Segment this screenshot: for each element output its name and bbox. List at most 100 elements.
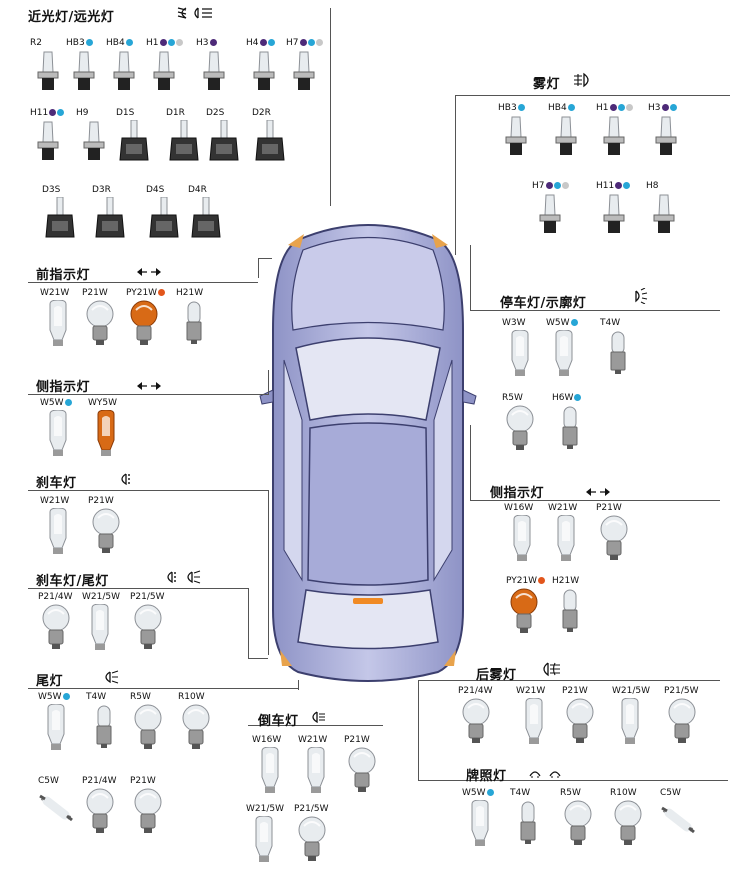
bulb-image	[548, 514, 584, 567]
bulb-plate-r10w: R10W	[610, 788, 646, 852]
availability-dot-purple	[209, 39, 217, 46]
section-title-brake: 刹车灯	[36, 476, 77, 491]
bulb-label: H7	[532, 181, 569, 191]
bulb-image	[30, 50, 66, 102]
bulb-beam-h3: H3	[196, 38, 232, 102]
section-title-low-high-beam: 近光灯/远光灯	[28, 10, 115, 25]
bulb-label: D3R	[92, 185, 128, 195]
bulb-code: C5W	[660, 788, 681, 798]
availability-dot-blue	[167, 39, 175, 46]
bulb-image	[298, 746, 334, 799]
bulb-label: PY21W	[506, 576, 546, 586]
bulb-label: T4W	[86, 692, 122, 702]
bulb-label: W21/5W	[612, 686, 650, 696]
bulb-rear-fog-w21w: W21W	[516, 686, 552, 750]
section-title-rear-fog: 后雾灯	[476, 668, 517, 683]
bulb-rear-fog-p21-4w: P21/4W	[458, 686, 494, 750]
bulb-code: W21W	[40, 496, 70, 506]
bulb-tail-t4w: T4W	[86, 692, 122, 756]
bulb-image	[596, 193, 632, 245]
availability-dot-purple	[49, 109, 57, 116]
bulb-brake-w21w: W21W	[40, 496, 76, 560]
bulb-tail-r10w: R10W	[178, 692, 214, 756]
bulb-parking-w3w: W3W	[502, 318, 538, 382]
bulb-parking-h6w: H6W	[552, 393, 588, 457]
bulb-code: PY21W	[126, 288, 158, 298]
bulb-plate-c5w: C5W	[660, 788, 696, 852]
section-title-side-indicator-left: 侧指示灯	[36, 380, 91, 395]
bulb-image	[82, 300, 118, 352]
bulb-code: P21W	[596, 503, 622, 513]
bulb-code: W21W	[40, 288, 70, 298]
bulb-beam-hb4: HB4	[106, 38, 142, 102]
bulb-plate-t4w: T4W	[510, 788, 546, 852]
bulb-label: P21W	[562, 686, 598, 696]
bulb-brake-p21w: P21W	[88, 496, 124, 560]
bulb-code: W5W	[546, 318, 570, 328]
availability-dot-grey	[315, 39, 323, 46]
bulb-code: D3R	[92, 185, 111, 195]
bulb-label: W21/5W	[82, 592, 120, 602]
bulb-code: W5W	[38, 692, 62, 702]
bulb-code: H7	[286, 38, 299, 48]
bulb-front-indicator-w21w: W21W	[40, 288, 76, 352]
fog-light-icon	[574, 72, 589, 88]
section-title-parking: 停车灯/示廓灯	[500, 296, 587, 311]
bulb-image	[40, 299, 76, 352]
bulb-label: W16W	[504, 503, 540, 513]
bulb-image	[88, 508, 124, 560]
bulb-label: HB4	[106, 38, 142, 48]
availability-dot-blue	[125, 39, 133, 46]
bulb-fog-h8: H8	[646, 181, 682, 245]
availability-dot-purple	[609, 104, 617, 111]
bulb-code: D2S	[206, 108, 225, 118]
bulb-code: WY5W	[88, 398, 118, 408]
bulb-image	[502, 329, 538, 382]
availability-dot-blue	[553, 182, 561, 189]
bulb-image	[610, 800, 646, 852]
bulb-label: R2	[30, 38, 66, 48]
bulb-image	[506, 588, 545, 640]
availability-dot-grey	[561, 182, 569, 189]
bulb-label: H7	[286, 38, 323, 48]
bulb-beam-h9: H9	[76, 108, 112, 172]
bulb-image	[462, 799, 498, 852]
bulb-beam-h11: H11	[30, 108, 66, 172]
bulb-rear-fog-p21-5w: P21/5W	[664, 686, 700, 750]
bulb-code: W3W	[502, 318, 526, 328]
bulb-image	[38, 703, 74, 756]
bulb-code: H3	[648, 103, 661, 113]
bulb-code: R5W	[130, 692, 151, 702]
bulb-reverse-w21w: W21W	[298, 735, 334, 799]
bulb-label: W21W	[548, 503, 584, 513]
bulb-image	[458, 698, 494, 750]
bulb-image	[344, 747, 380, 799]
section-title-plate: 牌照灯	[466, 769, 507, 784]
bulb-label: H3	[196, 38, 232, 48]
availability-dot-blue	[570, 319, 578, 326]
bulb-code: T4W	[86, 692, 107, 702]
availability-dot-blue	[517, 104, 525, 111]
bulb-code: HB3	[66, 38, 85, 48]
bulb-label: W21W	[298, 735, 334, 745]
bulb-label: H4	[246, 38, 282, 48]
bulb-reverse-p21-5w: P21/5W	[294, 804, 330, 868]
bulb-beam-d3r: D3R	[92, 185, 128, 249]
bulb-image	[106, 50, 142, 102]
bulb-image	[130, 704, 166, 756]
bulb-tail-w5w: W5W	[38, 692, 74, 756]
bulb-image	[176, 300, 212, 352]
bulb-beam-d1s: D1S	[116, 108, 152, 172]
bulb-image	[252, 119, 288, 172]
bulb-label: D2S	[206, 108, 242, 118]
bulb-label: P21W	[130, 776, 166, 786]
bulb-code: P21/4W	[82, 776, 117, 786]
low-high-beam-icon	[177, 7, 212, 19]
bulb-code: P21W	[130, 776, 156, 786]
availability-dot-blue	[307, 39, 315, 46]
bulb-label: C5W	[660, 788, 696, 798]
bulb-code: R10W	[610, 788, 637, 798]
bulb-image	[548, 115, 584, 167]
bulb-plate-r5w: R5W	[560, 788, 596, 852]
bulb-code: HB3	[498, 103, 517, 113]
